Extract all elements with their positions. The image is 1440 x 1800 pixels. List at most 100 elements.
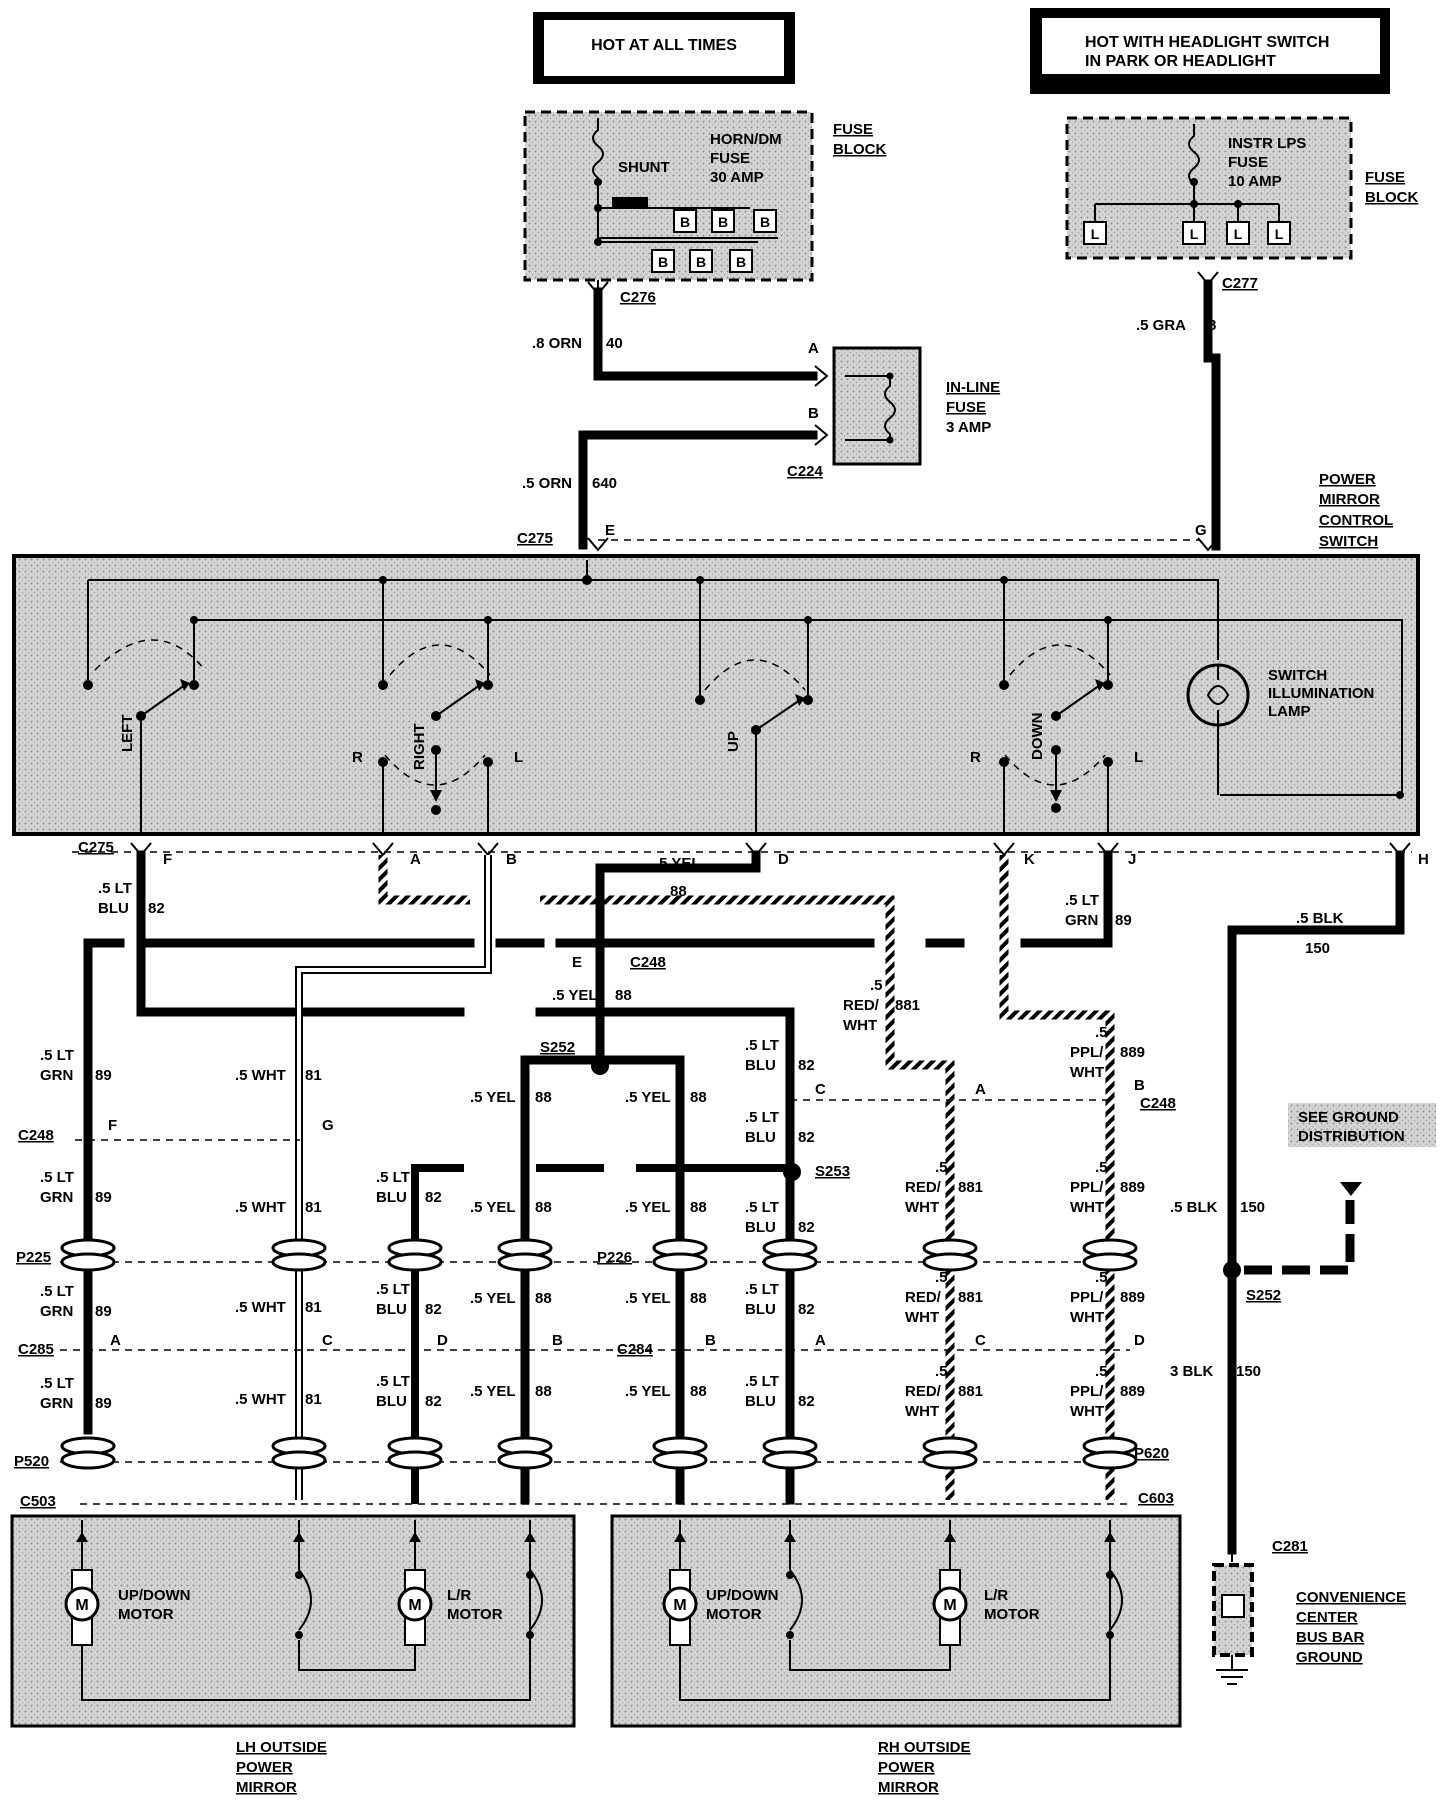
svg-text:L: L [1234, 226, 1243, 242]
svg-text:BLU: BLU [745, 1129, 776, 1146]
connector-c277: C277 [1222, 275, 1258, 292]
svg-text:.5 WHT: .5 WHT [235, 1391, 286, 1408]
svg-text:P225: P225 [16, 1249, 51, 1266]
fuse-block-left: B B B B B B SHUNT HORN/DM FUSE 30 AMP FU… [523, 110, 886, 282]
svg-text:L/R: L/R [984, 1587, 1008, 1604]
svg-text:.5: .5 [935, 1159, 948, 1176]
svg-text:C285: C285 [18, 1341, 54, 1358]
svg-text:E: E [605, 522, 615, 539]
svg-text:.5 WHT: .5 WHT [235, 1299, 286, 1316]
svg-text:81: 81 [305, 1199, 322, 1216]
svg-text:BLU: BLU [745, 1219, 776, 1236]
svg-text:C: C [322, 1332, 333, 1349]
svg-text:C248: C248 [1140, 1095, 1176, 1112]
svg-text:P620: P620 [1134, 1445, 1169, 1462]
svg-text:.5 LT: .5 LT [376, 1373, 410, 1390]
svg-text:WHT: WHT [1070, 1064, 1104, 1081]
svg-text:88: 88 [690, 1290, 707, 1307]
svg-text:.5 LT: .5 LT [1065, 892, 1099, 909]
svg-text:E: E [572, 954, 582, 971]
svg-text:FUSE: FUSE [710, 150, 750, 167]
svg-text:C224: C224 [787, 463, 824, 480]
svg-text:.5 YEL: .5 YEL [655, 855, 701, 872]
svg-text:PPL/: PPL/ [1070, 1289, 1104, 1306]
svg-text:WHT: WHT [905, 1309, 939, 1326]
svg-text:A: A [815, 1332, 826, 1349]
svg-text:.5 LT: .5 LT [376, 1169, 410, 1186]
svg-text:BLU: BLU [745, 1301, 776, 1318]
svg-text:BLOCK: BLOCK [833, 141, 886, 158]
svg-text:WHT: WHT [1070, 1403, 1104, 1420]
svg-text:89: 89 [95, 1189, 112, 1206]
svg-text:PPL/: PPL/ [1070, 1179, 1104, 1196]
svg-text:82: 82 [798, 1219, 815, 1236]
connector-rows: P225 P226 C285 C284 A C D B B A C D P520… [14, 1249, 1308, 1555]
svg-text:C275: C275 [78, 839, 114, 856]
svg-text:81: 81 [305, 1067, 322, 1084]
svg-text:CENTER: CENTER [1296, 1609, 1358, 1626]
svg-text:.5 LT: .5 LT [745, 1109, 779, 1126]
svg-text:M: M [673, 1597, 686, 1614]
svg-text:.5 ORN: .5 ORN [522, 475, 572, 492]
rh-outside-power-mirror: M M UP/DOWN MOTOR L/R MOTOR [610, 1514, 1182, 1728]
svg-text:40: 40 [606, 335, 623, 352]
svg-text:MIRROR: MIRROR [878, 1779, 939, 1796]
switch-up: UP [695, 659, 813, 833]
svg-text:81: 81 [305, 1299, 322, 1316]
svg-text:881: 881 [958, 1179, 983, 1196]
svg-text:C603: C603 [1138, 1490, 1174, 1507]
svg-text:BLU: BLU [98, 900, 129, 917]
svg-text:ILLUMINATION: ILLUMINATION [1268, 685, 1374, 702]
svg-text:88: 88 [670, 883, 687, 900]
svg-text:10 AMP: 10 AMP [1228, 173, 1282, 190]
svg-text:GROUND: GROUND [1296, 1649, 1363, 1666]
svg-text:IN PARK OR HEADLIGHT: IN PARK OR HEADLIGHT [1085, 53, 1276, 70]
svg-text:BLU: BLU [745, 1393, 776, 1410]
svg-text:C503: C503 [20, 1493, 56, 1510]
mid-wire-labels: .5 LT BLU 82 .5 YEL 88 .5 LT GRN 89 .5 B… [98, 855, 1344, 1180]
svg-text:B: B [808, 405, 819, 422]
svg-text:LH OUTSIDE: LH OUTSIDE [236, 1739, 327, 1756]
svg-text:89: 89 [95, 1395, 112, 1412]
svg-text:3 BLK: 3 BLK [1170, 1363, 1214, 1380]
svg-text:GRN: GRN [1065, 912, 1098, 929]
svg-text:P226: P226 [597, 1249, 632, 1266]
svg-text:MOTOR: MOTOR [984, 1606, 1040, 1623]
svg-text:B: B [718, 214, 728, 230]
svg-text:BLU: BLU [376, 1393, 407, 1410]
svg-text:.5 LT: .5 LT [98, 880, 132, 897]
svg-text:82: 82 [148, 900, 165, 917]
svg-text:F: F [108, 1117, 117, 1134]
svg-text:R: R [352, 749, 363, 766]
svg-text:G: G [322, 1117, 334, 1134]
svg-text:WHT: WHT [905, 1199, 939, 1216]
svg-text:HOT WITH HEADLIGHT SWITCH: HOT WITH HEADLIGHT SWITCH [1085, 34, 1329, 51]
svg-text:S252: S252 [540, 1039, 575, 1056]
svg-text:82: 82 [798, 1129, 815, 1146]
svg-text:FUSE: FUSE [1365, 169, 1405, 186]
svg-text:A: A [808, 340, 819, 357]
svg-text:P520: P520 [14, 1453, 49, 1470]
power-mirror-control-switch: POWER MIRROR CONTROL SWITCH E G C275 LEF… [12, 471, 1420, 836]
svg-text:UP/DOWN: UP/DOWN [118, 1587, 191, 1604]
svg-text:UP: UP [725, 731, 742, 752]
svg-text:88: 88 [690, 1089, 707, 1106]
svg-text:B: B [658, 254, 668, 270]
svg-text:CONVENIENCE: CONVENIENCE [1296, 1589, 1406, 1606]
svg-text:82: 82 [425, 1189, 442, 1206]
svg-text:LEFT: LEFT [119, 715, 136, 753]
svg-text:B: B [506, 851, 517, 868]
svg-text:.5: .5 [870, 977, 883, 994]
svg-text:30 AMP: 30 AMP [710, 169, 764, 186]
svg-text:B: B [736, 254, 746, 270]
svg-text:UP/DOWN: UP/DOWN [706, 1587, 779, 1604]
svg-text:C: C [815, 1081, 826, 1098]
svg-text:L/R: L/R [447, 1587, 471, 1604]
svg-text:MIRROR: MIRROR [1319, 491, 1380, 508]
svg-text:881: 881 [958, 1383, 983, 1400]
svg-text:.5 YEL: .5 YEL [625, 1089, 671, 1106]
svg-text:.5: .5 [935, 1269, 948, 1286]
svg-text:BLU: BLU [376, 1301, 407, 1318]
svg-text:881: 881 [895, 997, 920, 1014]
svg-text:WHT: WHT [905, 1403, 939, 1420]
